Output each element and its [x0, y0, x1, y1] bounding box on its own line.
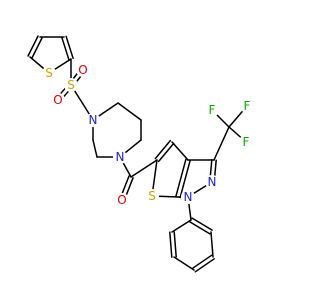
atom-s-th: S [42, 66, 56, 80]
bond-C3-C_cf-single [213, 126, 230, 161]
bond-P5-P6-single [92, 139, 98, 158]
bond-T3-T4-double [65, 35, 74, 60]
atom-n-pz1: N [181, 190, 195, 204]
bond-Ph6-Ph1-single [171, 219, 192, 233]
bond-Ph5-Ph6-double [173, 231, 177, 258]
atom-label-text: N [184, 190, 193, 204]
atom-label-text: O [78, 63, 87, 77]
atom-f3: F [239, 135, 253, 149]
bond-C3a-C7a-double [179, 159, 191, 199]
atom-label-text: O [53, 93, 62, 107]
atom-label-text: N [116, 150, 125, 164]
atom-label-background [113, 150, 127, 164]
atom-label-background [205, 175, 219, 189]
atom-n-pip2: N [113, 150, 127, 164]
atom-label-background [76, 63, 90, 77]
atom-label-text: S [45, 66, 53, 80]
atom-label-text: N [89, 113, 98, 127]
atom-label-text: N [208, 175, 217, 189]
atom-label-text: S [67, 78, 75, 92]
atom-label-background [181, 190, 195, 204]
atom-f1: F [240, 99, 254, 113]
atom-label-background [240, 99, 254, 113]
atom-label-text: S [148, 189, 156, 203]
atom-n-pz2: N [205, 175, 219, 189]
bond-Ph5-Ph6-double [169, 231, 173, 258]
atom-label-text: O [117, 193, 126, 207]
atom-o-top: O [51, 93, 65, 107]
atom-label-text: F [244, 99, 251, 113]
bond-Ph1-Ph2-double [191, 217, 213, 231]
atom-o-bot: O [76, 63, 90, 77]
atom-s-core: S [145, 189, 159, 203]
bond-P2-P3-single [117, 102, 142, 121]
bond-Ph2-Ph3-single [210, 231, 214, 258]
atom-label-background [145, 189, 159, 203]
bond-Ph4-Ph5-single [173, 256, 195, 271]
atom-label-background [86, 113, 100, 127]
bond-C4-C3a-single [171, 141, 189, 161]
bond-C5-C4-double [157, 142, 175, 163]
bond-Ph1-Ph2-double [189, 221, 211, 235]
atom-label-background [115, 193, 129, 207]
bond-C5-C4-double [154, 139, 172, 160]
atom-label-background [64, 78, 78, 92]
atom-label-background [42, 66, 56, 80]
bond-T1-T2-double [31, 37, 43, 59]
atom-label-background [239, 135, 253, 149]
atom-label-background [51, 93, 65, 107]
atom-o-co: O [115, 193, 129, 207]
atom-label-text: F [209, 103, 216, 117]
atom-n-pip1: N [86, 113, 100, 127]
bond-Ph3-Ph4-double [192, 254, 213, 269]
atom-label-background [205, 103, 219, 117]
bonds-layer [27, 35, 248, 273]
atom-f2: F [205, 103, 219, 117]
atom-label-text: F [243, 135, 250, 149]
atom-s-so2: S [64, 78, 78, 92]
bond-T3-T4-double [61, 36, 70, 61]
bond-C_co-C5-single [130, 159, 158, 178]
bond-Ph3-Ph4-double [194, 258, 215, 273]
bond-T1-T2-double [27, 35, 39, 57]
bond-C3a-C7a-double [175, 158, 187, 198]
